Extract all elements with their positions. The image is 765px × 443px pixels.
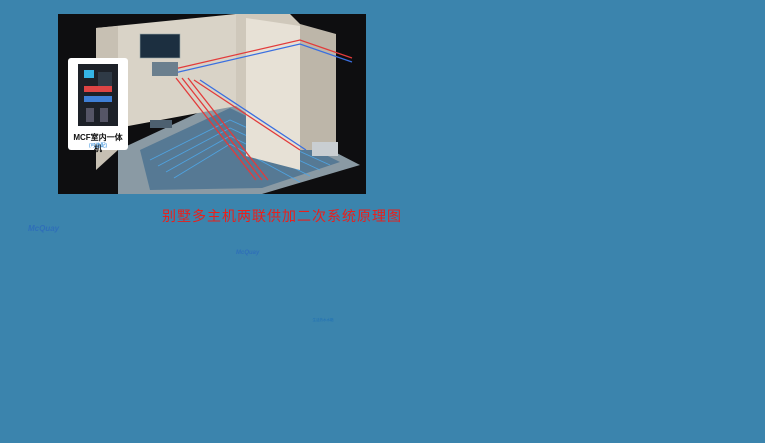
- tank-label: 生活热水水箱: [312, 318, 334, 322]
- controller-sublabel: (可选配): [88, 143, 108, 149]
- brand-logo-heatpump: McQuay: [236, 250, 260, 256]
- controller-label: MCF室内一体机: [73, 133, 123, 153]
- render-panel: [58, 14, 366, 194]
- brand-logo-outdoor: McQuay: [28, 224, 60, 233]
- diagram-title: 别墅多主机两联供加二次系统原理图: [162, 209, 402, 225]
